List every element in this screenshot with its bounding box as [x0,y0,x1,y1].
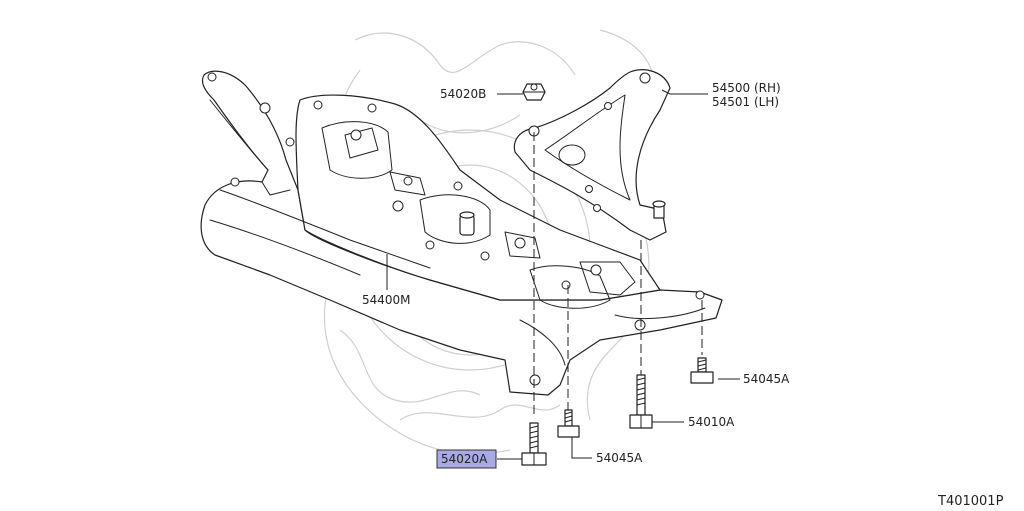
leader-lines [386,89,740,460]
label-54020a[interactable]: 54020A [441,452,488,466]
drawing-code: T401001P [937,494,1004,509]
label-54010a[interactable]: 54010A [688,415,735,429]
suspension-member [200,70,723,396]
transverse-link [513,69,671,241]
bolt-54020a [521,422,547,466]
nut-54020b [522,83,546,101]
label-54500-rh[interactable]: 54500 (RH) [712,81,781,95]
bolt-54045a-center [557,409,580,438]
label-54045a-right[interactable]: 54045A [743,372,790,386]
highlight-box [436,449,497,469]
label-54020b[interactable]: 54020B [440,87,486,101]
label-54400m[interactable]: 54400M [362,293,411,307]
alignment-lines [533,132,703,415]
bolt-54010a [629,374,653,429]
label-54045a-center[interactable]: 54045A [596,451,643,465]
label-54501-lh[interactable]: 54501 (LH) [712,95,779,109]
bolt-54045a-right [690,357,714,384]
